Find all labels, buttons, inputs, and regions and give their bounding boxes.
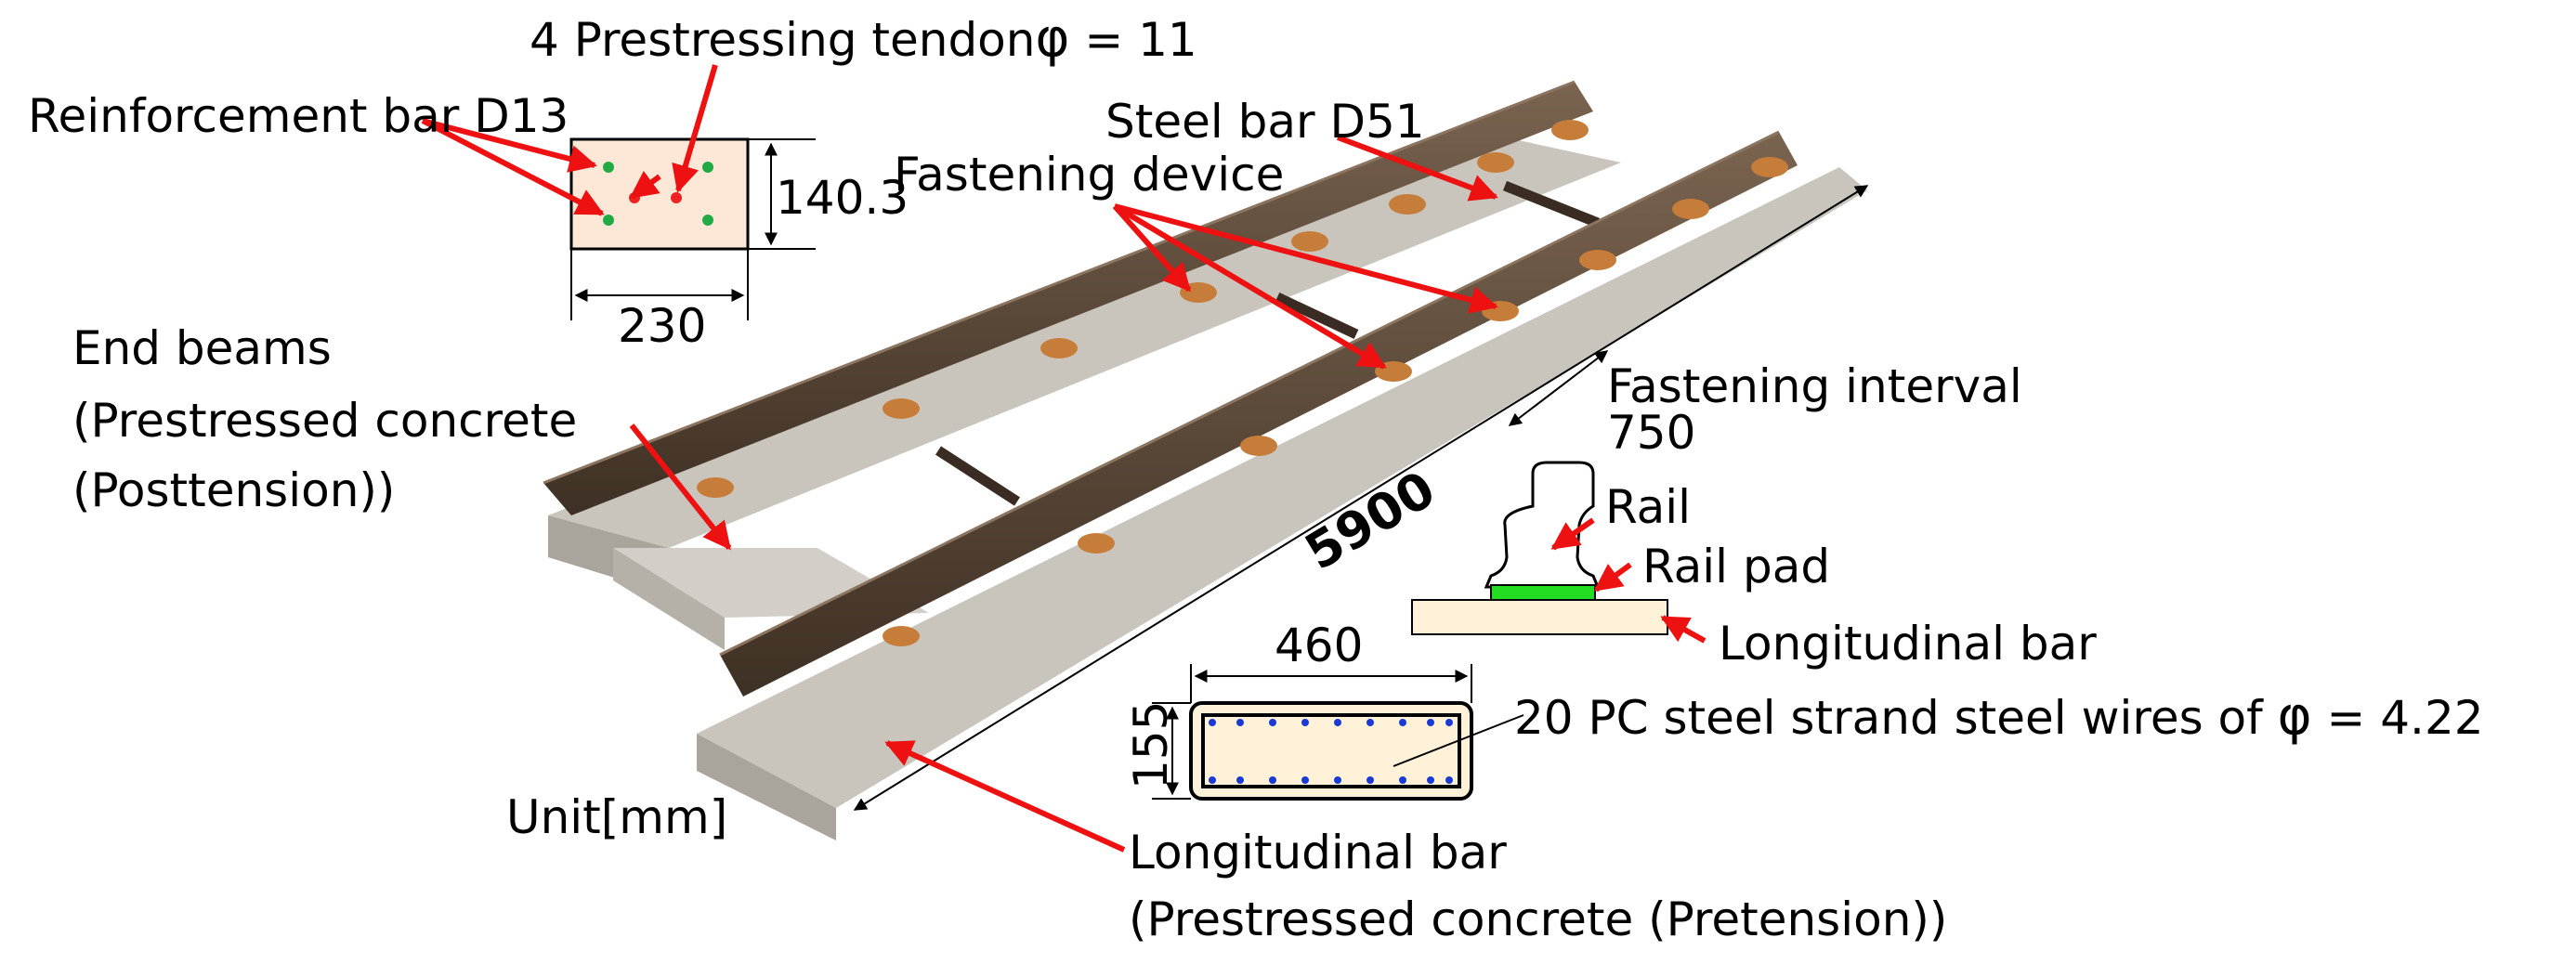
pc-strand-label: 20 PC steel strand steel wires of φ = 4.… bbox=[1514, 686, 2484, 747]
steel-bar-far bbox=[1502, 180, 1601, 228]
rail-label: Rail bbox=[1605, 480, 1691, 534]
end-beam-height-label: 140.3 bbox=[776, 171, 909, 225]
longitudinal-bar-section bbox=[1411, 599, 1668, 635]
end-beams-method-label: (Posttension)) bbox=[72, 463, 395, 517]
rail-pad-label: Rail pad bbox=[1642, 540, 1830, 593]
longitudinal-bar-section-detail: 460 155 bbox=[1124, 619, 1524, 801]
steel-bar-near bbox=[935, 446, 1020, 506]
rail-profile bbox=[1484, 461, 1601, 589]
long-bar-outer bbox=[1189, 701, 1473, 801]
rail-pad-shape bbox=[1490, 584, 1596, 601]
steel-bar-label: Steel bar D51 bbox=[1105, 95, 1425, 149]
end-beam-section: 140.3 230 bbox=[569, 137, 909, 353]
rail-detail bbox=[1411, 461, 1668, 635]
longitudinal-bar-small-label: Longitudinal bar bbox=[1719, 617, 2097, 671]
end-beam-section-rect bbox=[569, 137, 750, 251]
fastening-device-label: Fastening device bbox=[894, 148, 1284, 202]
fastening-interval-label: Fastening interval bbox=[1607, 359, 2022, 413]
long-bar-width-label: 460 bbox=[1275, 619, 1363, 672]
reinforcement-label: Reinforcement bar D13 bbox=[28, 89, 569, 143]
longitudinal-bar-material-label: (Prestressed concrete (Pretension)) bbox=[1129, 892, 1947, 946]
long-bar-inner bbox=[1201, 713, 1461, 788]
strand-dots bbox=[1209, 719, 1453, 784]
length-dimension-line bbox=[853, 185, 1869, 811]
end-beams-label: End beams bbox=[72, 321, 332, 375]
callout-arrows bbox=[421, 64, 1706, 853]
end-beam-width-label: 230 bbox=[618, 299, 706, 353]
interval-dimension-line bbox=[1508, 350, 1609, 426]
fastening-interval-value: 750 bbox=[1607, 406, 1695, 460]
long-bar-height-label: 155 bbox=[1124, 701, 1178, 789]
tendon-label: 4 Prestressing tendonφ = 11 bbox=[530, 8, 1197, 69]
end-beams-material-label: (Prestressed concrete bbox=[72, 394, 577, 448]
longitudinal-bar-label: Longitudinal bar bbox=[1129, 826, 1507, 879]
unit-label: Unit[mm] bbox=[506, 790, 727, 844]
